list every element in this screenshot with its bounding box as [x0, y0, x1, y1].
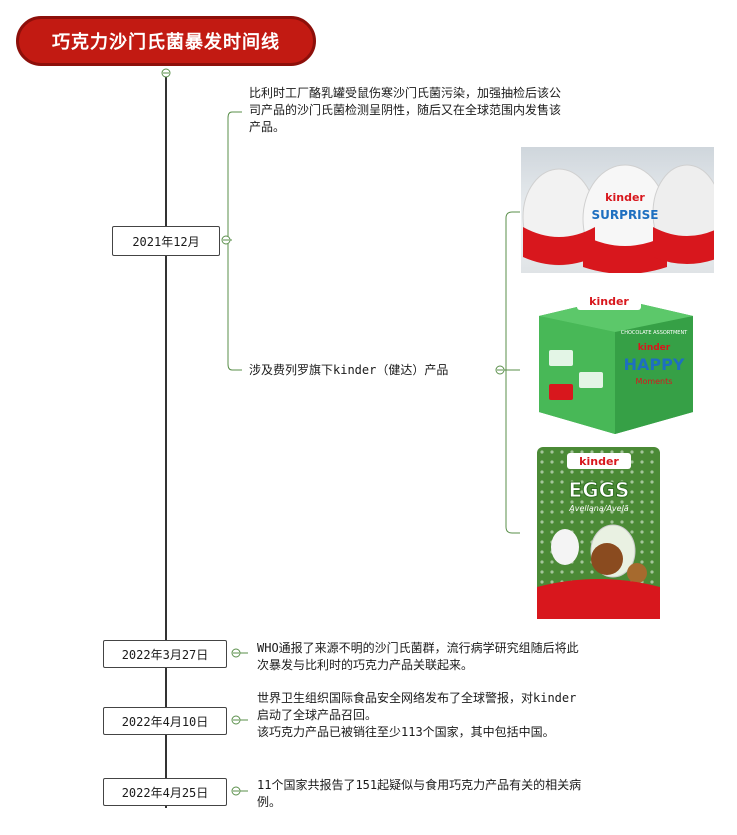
event-note-global-recall: 世界卫生组织国际食品安全网络发布了全球警报，对kinder 启动了全球产品召回。…	[257, 690, 697, 741]
event-note-case-count: 11个国家共报告了151起疑似与食用巧克力产品有关的相关病 例。	[257, 777, 697, 811]
happy-sub: Moments	[636, 377, 673, 386]
surprise-brand: kinder	[605, 191, 645, 204]
event-note-kinder-products: 涉及费列罗旗下kinder（健达）产品	[249, 362, 509, 379]
kinder-happy-box-photo: kinder CHOCOLATE ASSORTMENT kinder HAPPY…	[533, 288, 697, 438]
surprise-name: SURPRISE	[592, 208, 659, 222]
kinder-surprise-photo: kinder SURPRISE	[521, 147, 714, 273]
date-node-2022-03-27: 2022年3月27日	[103, 640, 227, 668]
eggs-brand: kinder	[579, 455, 619, 468]
timeline-title: 巧克力沙门氏菌暴发时间线	[16, 16, 316, 66]
event-note-who-notification: WHO通报了来源不明的沙门氏菌群，流行病学研究组随后将此 次暴发与比利时的巧克力…	[257, 640, 697, 674]
happy-brand: kinder	[638, 343, 671, 353]
eggs-name: EGGS	[569, 478, 630, 502]
kinder-eggs-bag-photo: kinder EGGS Avellana/Avelã	[537, 447, 660, 619]
date-node-2021-12: 2021年12月	[112, 226, 220, 256]
svg-text:kinder: kinder	[589, 295, 629, 308]
happy-band: CHOCOLATE ASSORTMENT	[621, 330, 688, 336]
happy-name: HAPPY	[624, 355, 685, 374]
event-note-factory-contamination: 比利时工厂酪乳罐受鼠伤寒沙门氏菌污染，加强抽检后该公 司产品的沙门氏菌检测呈阴性…	[249, 85, 669, 136]
date-node-2022-04-10: 2022年4月10日	[103, 707, 227, 735]
date-node-2022-04-25: 2022年4月25日	[103, 778, 227, 806]
eggs-sub: Avellana/Avelã	[568, 504, 628, 513]
